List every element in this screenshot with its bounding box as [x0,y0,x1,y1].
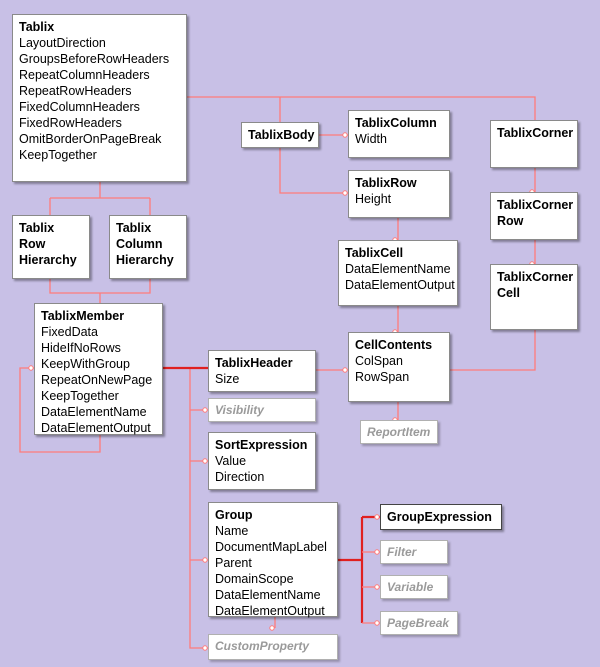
entity-attr: DocumentMapLabel [215,540,327,554]
entity-attr: Value [215,454,247,468]
connector-end-marker [374,549,380,555]
connector-end-marker [374,514,380,520]
entity-title: CustomProperty [215,639,310,653]
entity-attr: Size [215,372,240,386]
entity-title: SortExpression [215,438,308,452]
entity-title: TablixCorner [497,126,574,140]
entity-attr: DomainScope [215,572,294,586]
connector-tablix-to-hierarchies [49,182,151,215]
entity-title: Variable [387,580,434,594]
entity-cell-contents[interactable]: CellContents ColSpan RowSpan [348,332,450,402]
connector-member-self-loop [19,367,101,453]
entity-title: TablixRow [355,176,417,190]
entity-title: Visibility [215,403,264,417]
entity-title: Filter [387,545,417,559]
connector-end-marker [269,625,275,631]
entity-attr: FixedData [41,325,98,339]
entity-attr: DataElementOutput [215,604,325,618]
entity-attr: RepeatRowHeaders [19,84,132,98]
entity-attr: Name [215,524,249,538]
entity-tablix[interactable]: Tablix LayoutDirection GroupsBeforeRowHe… [12,14,187,182]
entity-attr: HideIfNoRows [41,341,121,355]
entity-title: TablixCorner Cell [497,270,574,300]
entity-attr: Direction [215,470,265,484]
entity-tablix-row[interactable]: TablixRow Height [348,170,450,218]
entity-sort-expression[interactable]: SortExpression Value Direction [208,432,316,490]
entity-title: Tablix [19,20,55,34]
entity-attr: LayoutDirection [19,36,106,50]
entity-attr: DataElementName [215,588,321,602]
connector-body-to-row [279,148,348,194]
connector-corner-cell-to-contents [450,330,536,371]
entity-attr: RepeatColumnHeaders [19,68,150,82]
entity-tablix-column[interactable]: TablixColumn Width [348,110,450,158]
entity-tablix-body[interactable]: TablixBody [241,122,319,148]
connector-end-marker [374,584,380,590]
entity-title: PageBreak [387,616,450,630]
entity-attr: Width [355,132,387,146]
connector-end-marker [202,645,208,651]
connector-end-marker [374,620,380,626]
connector-hierarchies-to-member [49,279,151,303]
entity-tablix-corner[interactable]: TablixCorner [490,120,578,168]
entity-title: Tablix Row Hierarchy [19,221,77,267]
entity-report-item[interactable]: ReportItem [360,420,438,444]
entity-attr: DataElementOutput [345,278,455,292]
entity-title: TablixColumn [355,116,437,130]
entity-attr: Height [355,192,392,206]
entity-attr: FixedColumnHeaders [19,100,140,114]
entity-title: TablixHeader [215,356,293,370]
connector-end-marker [202,407,208,413]
connector-end-marker [28,365,34,371]
entity-attr: ColSpan [355,354,403,368]
entity-attr: KeepTogether [41,389,119,403]
connector-end-marker [202,557,208,563]
entity-custom-property[interactable]: CustomProperty [208,634,338,660]
entity-title: TablixBody [248,128,315,142]
entity-title: TablixCell [345,246,404,260]
entity-title: Group [215,508,253,522]
entity-attr: DataElementName [41,405,147,419]
entity-tablix-header[interactable]: TablixHeader Size [208,350,316,392]
entity-tablix-corner-cell[interactable]: TablixCorner Cell [490,264,578,330]
entity-tablix-cell[interactable]: TablixCell DataElementName DataElementOu… [338,240,458,306]
entity-attr: KeepWithGroup [41,357,130,371]
entity-attr: DataElementName [345,262,451,276]
entity-title: ReportItem [367,425,431,439]
entity-filter[interactable]: Filter [380,540,448,564]
entity-attr: GroupsBeforeRowHeaders [19,52,170,66]
entity-title: CellContents [355,338,433,352]
entity-attr: DataElementOutput [41,421,151,435]
connector-tablix-to-corner [187,96,536,120]
entity-attr: FixedRowHeaders [19,116,122,130]
entity-attr: KeepTogether [19,148,97,162]
connector-end-marker [202,458,208,464]
entity-attr: Parent [215,556,252,570]
entity-title: TablixCorner Row [497,198,574,228]
entity-group-expression[interactable]: GroupExpression [380,504,502,530]
connector-end-marker [342,190,348,196]
entity-tablix-row-hierarchy[interactable]: Tablix Row Hierarchy [12,215,90,279]
entity-tablix-member[interactable]: TablixMember FixedData HideIfNoRows Keep… [34,303,163,435]
entity-title: TablixMember [41,309,125,323]
connector-end-marker [342,132,348,138]
entity-attr: RowSpan [355,370,410,384]
connector-end-marker [342,367,348,373]
entity-title: GroupExpression [387,510,492,524]
entity-tablix-corner-row[interactable]: TablixCorner Row [490,192,578,240]
entity-attr: OmitBorderOnPageBreak [19,132,162,146]
entity-attr: RepeatOnNewPage [41,373,153,387]
entity-title: Tablix Column Hierarchy [116,221,174,267]
entity-visibility[interactable]: Visibility [208,398,316,422]
entity-tablix-column-hierarchy[interactable]: Tablix Column Hierarchy [109,215,187,279]
entity-group[interactable]: Group Name DocumentMapLabel Parent Domai… [208,502,338,618]
entity-page-break[interactable]: PageBreak [380,611,458,635]
connector-group-to-groupexpr [338,515,380,623]
entity-variable[interactable]: Variable [380,575,448,599]
